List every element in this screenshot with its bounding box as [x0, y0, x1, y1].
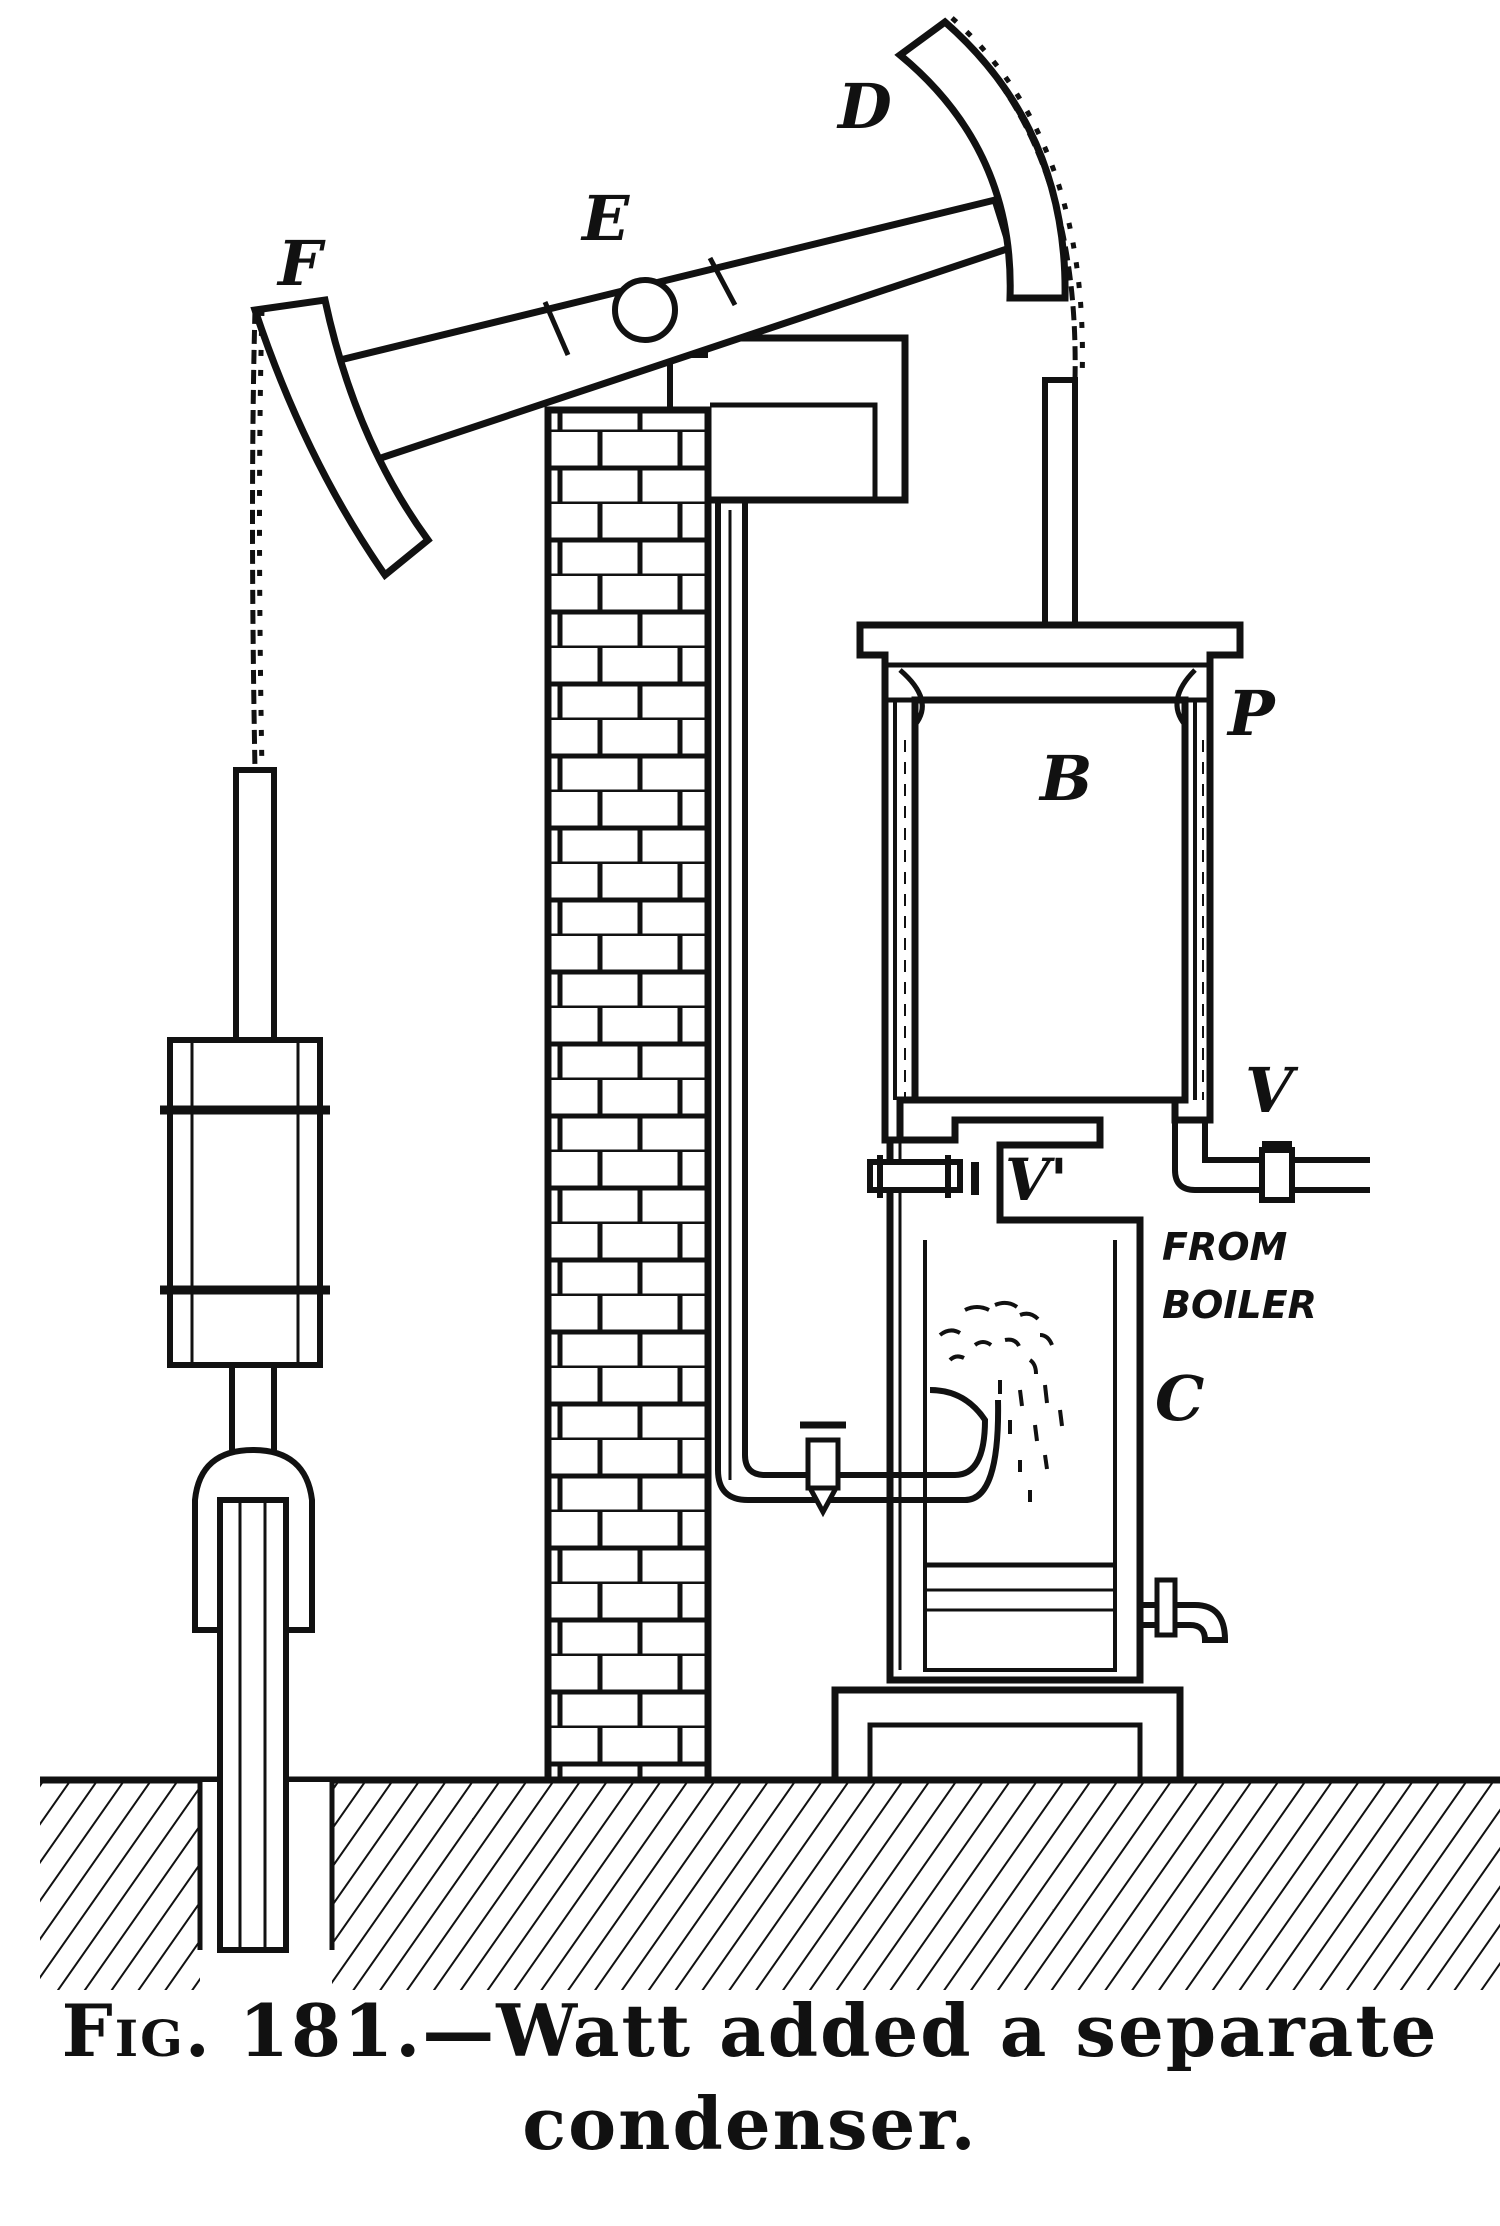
steam-engine-diagram: F E D B P V V' C FROM BOILER	[40, 16, 1500, 1990]
chain-left	[250, 309, 265, 771]
pump-assembly	[160, 767, 330, 1953]
figure-caption: Fig. 181.—Watt added a separate condense…	[0, 1978, 1500, 2208]
label-p: P	[1226, 677, 1277, 750]
water-pipe	[715, 500, 820, 1503]
label-v: V	[1245, 1054, 1299, 1127]
exhaust-valve	[867, 1155, 979, 1198]
pivot-icon	[612, 277, 678, 343]
caption-dash: —	[422, 1988, 497, 2073]
label-c: C	[1155, 1362, 1204, 1435]
condenser	[800, 1116, 1229, 1783]
figure-number: Fig. 181.	[61, 1988, 423, 2073]
label-from: FROM	[1162, 1225, 1288, 1269]
spray-droplets	[938, 1300, 1064, 1502]
caption-text-line2: condenser.	[522, 2081, 978, 2166]
walking-beam	[250, 17, 1069, 581]
caption-text-line1: Watt added a separate	[496, 1988, 1439, 2073]
beam-support	[680, 334, 909, 504]
label-v-prime: V'	[1005, 1146, 1068, 1214]
boiler-pipe	[1172, 1120, 1370, 1203]
steam-cylinder	[856, 621, 1244, 1144]
brick-pillar	[544, 352, 712, 1784]
label-e: E	[580, 182, 630, 255]
label-boiler: BOILER	[1162, 1283, 1317, 1327]
label-b: B	[1038, 742, 1092, 815]
label-d: D	[836, 70, 892, 143]
label-f: F	[276, 227, 326, 300]
chain-right	[943, 16, 1085, 381]
